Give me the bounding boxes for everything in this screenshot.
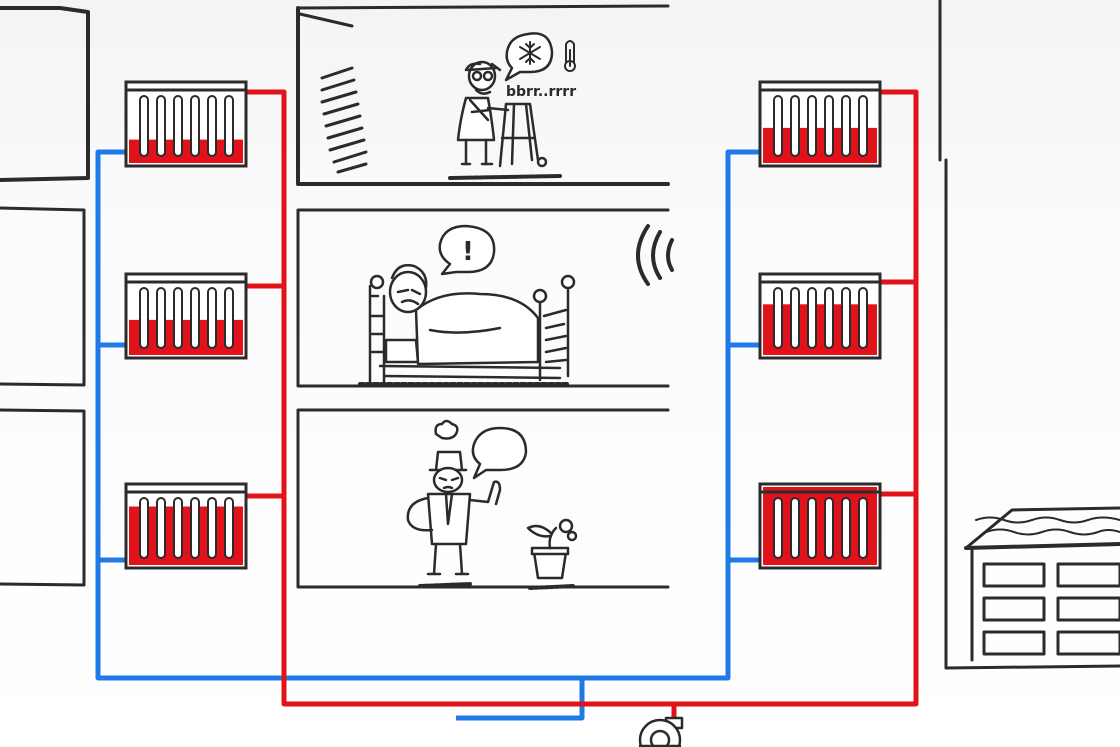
- radiator-right-middle: [758, 272, 882, 360]
- flower-pot-icon: [526, 518, 578, 590]
- main-building: [296, 0, 942, 589]
- sound-waves-icon: [636, 224, 674, 286]
- left-building: [0, 6, 90, 587]
- thermometer-icon: [564, 40, 576, 72]
- steam-cloud-icon: [434, 419, 459, 440]
- alarm-bubble: [438, 224, 496, 276]
- alarm-text: !: [462, 237, 474, 267]
- window-hatching: [320, 66, 368, 174]
- radiator-right-bottom: [758, 482, 882, 570]
- empty-speech-bubble: [471, 426, 528, 480]
- bed-with-sick-woman: [358, 264, 576, 386]
- radiator-left-middle: [124, 272, 248, 360]
- grandma-with-walker: [448, 60, 562, 180]
- cold-return-pipes: [95, 149, 762, 721]
- garage-building: [944, 158, 1120, 670]
- shiver-text: bbrr..rrrr: [506, 84, 576, 100]
- radiators: [124, 80, 882, 570]
- radiator-left-top: [124, 80, 248, 168]
- pump-icon: [638, 716, 684, 747]
- man-with-hat: [406, 450, 502, 588]
- radiator-left-bottom: [124, 482, 248, 570]
- snowflake-icon: [519, 41, 541, 65]
- radiator-right-top: [758, 80, 882, 168]
